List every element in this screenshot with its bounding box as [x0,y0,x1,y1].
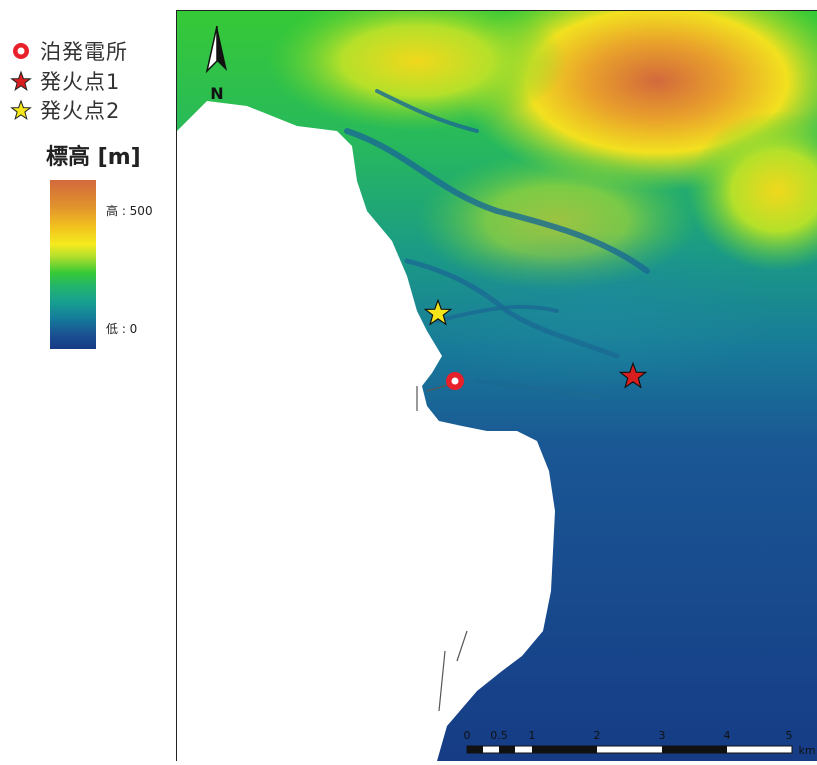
legend-label: 発火点1 [40,70,121,94]
legend-label: 発火点2 [40,99,121,123]
map-legend: 泊発電所 発火点1 発火点2 標高 [m] 高 : 500 低 : 0 [0,0,175,760]
scale-bar: 0 0.5 1 2 3 4 5 km [464,729,816,757]
mountain-ridge-east [687,111,817,271]
red-star-icon [10,70,32,91]
scale-tick-label: 4 [724,729,731,742]
power-plant-marker[interactable] [446,372,464,390]
yellow-star-map-icon [423,299,453,326]
ignition-point-1-marker[interactable] [618,362,648,389]
scale-tick-label: 0 [464,729,471,742]
power-plant-icon [13,43,29,59]
elevation-map[interactable]: N 0 0.5 [176,0,817,761]
legend-item-ignition-2: 発火点2 [10,95,120,125]
yellow-star-icon [10,99,32,120]
red-star-map-icon [618,362,648,389]
elevation-color-ramp [50,180,96,349]
scale-tick-label: 5 [786,729,793,742]
sea-area [177,101,555,761]
scale-tick-label: 3 [659,729,666,742]
lowland-area [417,231,777,391]
power-plant-map-icon [446,372,464,390]
ramp-low-label: 低 : 0 [106,322,138,336]
map-canvas: N 0 0.5 [177,0,817,761]
mountain-ridge-area [267,0,567,131]
north-arrow: N [205,25,227,103]
river-valleys [344,89,650,398]
north-arrow-icon [205,25,227,74]
legend-label: 泊発電所 [40,40,128,64]
scale-tick-label: 2 [594,729,601,742]
elevation-title: 標高 [m] [46,145,141,170]
scale-tick-label: 1 [529,729,536,742]
scale-tick-label: 0.5 [490,729,508,742]
scale-unit-label: km [798,744,815,757]
ignition-point-2-marker[interactable] [423,299,453,326]
ramp-high-label: 高 : 500 [106,204,153,218]
north-label: N [210,84,223,103]
legend-item-power-plant: 泊発電所 [10,36,128,66]
legend-item-ignition-1: 発火点1 [10,66,120,96]
